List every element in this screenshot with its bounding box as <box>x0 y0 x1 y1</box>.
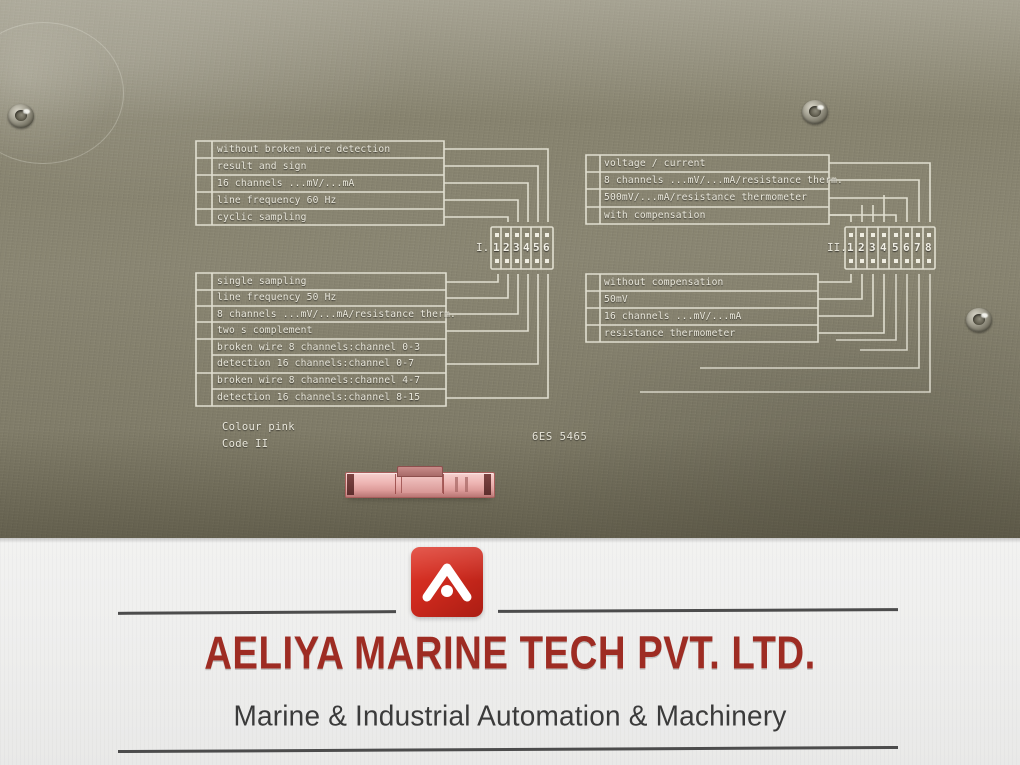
switch-2-pos-5[interactable]: 5 <box>892 241 899 254</box>
switch-2-pos-7[interactable]: 7 <box>914 241 921 254</box>
coding-key-slot-1 <box>455 477 458 492</box>
block-top-left-row-0: without broken wire detection <box>217 144 391 155</box>
block-bottom-right-row-1: 50mV <box>604 294 628 305</box>
company-tagline: Marine & Industrial Automation & Machine… <box>233 699 787 732</box>
block-top-left-row-2: 16 channels ...mV/...mA <box>217 178 355 189</box>
part-number: 6ES 5465 <box>532 431 588 443</box>
block-bottom-right-row-3: resistance thermometer <box>604 328 736 339</box>
panel-screw-top-right <box>802 100 828 124</box>
block-bottom-left-row-2: 8 channels ...mV/...mA/resistance therm. <box>217 309 457 320</box>
switch-1-pos-6[interactable]: 6 <box>543 241 550 254</box>
logo-glyph <box>422 563 472 602</box>
coding-key-divider-2 <box>443 474 444 494</box>
coding-key-center <box>401 475 443 493</box>
block-top-right-row-0: voltage / current <box>604 158 706 169</box>
switch-2-pos-4[interactable]: 4 <box>880 241 887 254</box>
block-bottom-left-row-3: two s complement <box>217 325 313 336</box>
coding-key-connector[interactable] <box>345 466 495 500</box>
panel-shadow <box>0 430 1020 540</box>
switch-1-pos-4[interactable]: 4 <box>523 241 530 254</box>
switch-block-2-label: II. <box>827 241 847 254</box>
panel-screw-right <box>966 308 992 332</box>
branding-label-band <box>0 538 1020 765</box>
colour-note: Colour pink <box>222 421 295 433</box>
panel-texture <box>0 0 1020 540</box>
switch-1-pos-3[interactable]: 3 <box>513 241 520 254</box>
switch-2-pos-8[interactable]: 8 <box>925 241 932 254</box>
block-bottom-left-row-7: detection 16 channels:channel 8-15 <box>217 392 421 403</box>
block-bottom-left-row-1: line frequency 50 Hz <box>217 292 337 303</box>
block-top-right-row-1: 8 channels ...mV/...mA/resistance therm. <box>604 175 844 186</box>
panel-screw-top-left <box>8 104 34 128</box>
block-bottom-left-row-4: broken wire 8 channels:channel 0-3 <box>217 342 421 353</box>
logo-sheen <box>411 547 483 581</box>
block-bottom-left-row-5: detection 16 channels:channel 0-7 <box>217 358 415 369</box>
switch-2-pos-2[interactable]: 2 <box>858 241 865 254</box>
block-top-left-row-4: cyclic sampling <box>217 212 307 223</box>
switch-2-pos-3[interactable]: 3 <box>869 241 876 254</box>
screw-hole <box>809 106 821 117</box>
device-metal-panel <box>0 0 1020 540</box>
block-top-left-row-3: line frequency 60 Hz <box>217 195 337 206</box>
switch-2-pos-1[interactable]: 1 <box>847 241 854 254</box>
block-top-right-row-3: with compensation <box>604 210 706 221</box>
panel-highlight <box>0 0 1020 120</box>
block-bottom-right-row-2: 16 channels ...mV/...mA <box>604 311 742 322</box>
block-top-right-row-2: 500mV/...mA/resistance thermometer <box>604 192 808 203</box>
coding-key-tab <box>397 466 443 477</box>
silkscreen-diagram <box>0 0 1020 540</box>
block-top-left-row-1: result and sign <box>217 161 307 172</box>
switch-block-1-label: I. <box>476 241 490 254</box>
switch-1-pos-2[interactable]: 2 <box>503 241 510 254</box>
screw-glint <box>23 109 30 114</box>
block-bottom-left-row-0: single sampling <box>217 276 307 287</box>
switch-1-pos-1[interactable]: 1 <box>493 241 500 254</box>
block-bottom-left-row-6: broken wire 8 channels:channel 4-7 <box>217 375 421 386</box>
band-top-shadow <box>0 538 1020 543</box>
coding-key-end-left <box>347 474 354 495</box>
band-scan-texture <box>0 538 1020 765</box>
chevron-a-logo-icon <box>411 547 483 617</box>
code-note: Code II <box>222 438 269 450</box>
company-name: AELIYA MARINE TECH PVT. LTD. <box>204 628 816 680</box>
switch-2-pos-6[interactable]: 6 <box>903 241 910 254</box>
screw-hole <box>15 110 27 121</box>
screw-glint <box>817 105 824 110</box>
screw-glint <box>981 313 988 318</box>
screw-hole <box>973 314 985 325</box>
coding-key-divider-1 <box>395 474 396 494</box>
block-bottom-right-row-0: without compensation <box>604 277 724 288</box>
switch-1-pos-5[interactable]: 5 <box>533 241 540 254</box>
coding-key-slot-2 <box>465 477 468 492</box>
coding-key-end-right <box>484 474 491 495</box>
